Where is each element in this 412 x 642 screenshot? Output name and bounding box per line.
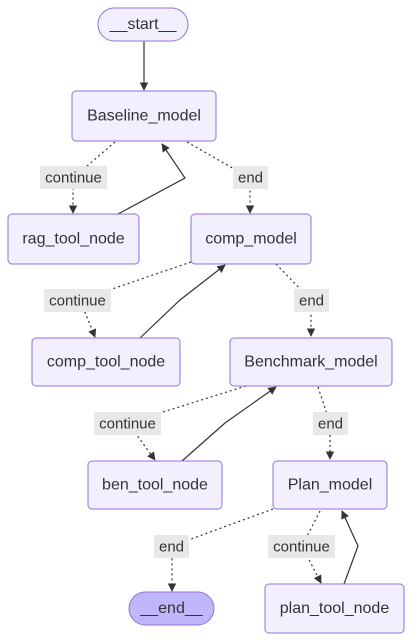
edge-label-text: continue xyxy=(49,293,106,310)
edge-benchmark-to-plan xyxy=(317,386,335,460)
edge-label-benchmark-end: end xyxy=(313,412,348,435)
node-label: comp_model xyxy=(205,231,297,248)
node-benchmark-model[interactable]: Benchmark_model xyxy=(229,337,393,387)
edge-plantool-to-plan xyxy=(341,510,359,585)
edge-labels: continue end continue end continue end e… xyxy=(40,166,348,558)
node-comp-model[interactable]: comp_model xyxy=(190,213,312,265)
edge-plan-to-end xyxy=(167,508,274,592)
edge-label-text: continue xyxy=(273,539,330,556)
edge-baseline-to-comp xyxy=(186,141,255,214)
node-label: Benchmark_model xyxy=(244,354,377,371)
node-end[interactable]: __end__ xyxy=(128,591,215,626)
node-label: __end__ xyxy=(139,600,203,617)
node-label: plan_tool_node xyxy=(280,600,390,617)
edge-label-benchmark-continue: continue xyxy=(94,412,161,435)
node-ben-tool-node[interactable]: ben_tool_node xyxy=(87,460,223,510)
node-label: rag_tool_node xyxy=(22,231,124,248)
node-rag-tool-node[interactable]: rag_tool_node xyxy=(7,213,140,265)
node-label: Plan_model xyxy=(288,477,373,494)
node-plan-tool-node[interactable]: plan_tool_node xyxy=(264,583,405,634)
node-label: comp_tool_node xyxy=(47,354,165,371)
node-comp-tool-node[interactable]: comp_tool_node xyxy=(31,337,181,387)
edge-bentool-to-benchmark xyxy=(181,386,277,462)
edge-label-plan-continue: continue xyxy=(268,535,335,558)
node-label: __start__ xyxy=(109,16,178,33)
edge-label-text: end xyxy=(159,539,184,556)
edge-label-text: end xyxy=(318,416,343,433)
edge-label-text: end xyxy=(299,293,324,310)
node-baseline-model[interactable]: Baseline_model xyxy=(71,90,217,142)
node-start[interactable]: __start__ xyxy=(97,7,189,42)
edge-label-comp-end: end xyxy=(294,289,329,312)
edge-label-text: continue xyxy=(45,170,102,187)
nodes: __start__ Baseline_model rag_tool_node c… xyxy=(7,7,405,634)
edge-label-comp-continue: continue xyxy=(44,289,111,312)
node-plan-model[interactable]: Plan_model xyxy=(272,460,388,510)
edge-label-text: end xyxy=(238,170,263,187)
edge-label-plan-end: end xyxy=(154,535,189,558)
node-label: ben_tool_node xyxy=(102,477,208,494)
edge-benchmark-to-bentool xyxy=(127,385,247,461)
edge-comptool-to-comp xyxy=(139,264,226,339)
edge-label-baseline-continue: continue xyxy=(40,166,107,189)
edge-label-baseline-end: end xyxy=(233,166,268,189)
node-label: Baseline_model xyxy=(87,108,201,125)
edge-rag-to-baseline xyxy=(117,143,186,215)
edge-label-text: continue xyxy=(99,416,156,433)
